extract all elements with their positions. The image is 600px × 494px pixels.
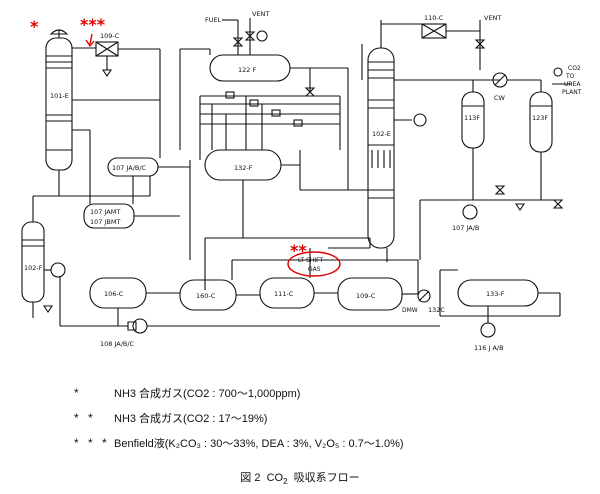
label-lt-shift-1: LT SHIFT [298,257,324,264]
label-107jamt: 107 JAMT [90,208,120,216]
label-133f: 133-F [486,290,505,298]
label-fuel: FUEL [205,16,222,24]
caption-co: CO [266,472,284,484]
legend-row-3: * * * Benfield液(K₂CO₃ : 30〜33%, DEA : 3%… [74,430,594,455]
legend-text-2: NH3 合成ガス(CO2 : 17〜19%) [114,412,268,425]
drum-102f-left [21,221,45,303]
label-co2-line4: PLANT [562,89,582,96]
label-107jabc: 107 JA/B/C [112,164,147,172]
label-cw: CW [494,94,506,102]
legend-text-3: Benfield液(K₂CO₃ : 30〜33%, DEA : 3%, V₂O₅… [114,437,404,450]
label-vent-right: VENT [484,14,501,22]
stripper-102e [361,20,395,249]
marker-two: ** [290,241,307,260]
label-116ja: 116 J A/B [474,344,504,352]
label-dmw: DMW [402,307,418,314]
label-123f: 123F [532,114,548,122]
caption-prefix: 図 2 [240,472,261,484]
marker-one: * [30,17,39,36]
process-flow-diagram: FUEL VENT VENT 101-E 102-F 109-C 110-C 1… [21,10,582,352]
marker-three-arrow [85,33,95,48]
legend-mark-3: * * * [74,435,110,450]
label-113f: 113F [464,114,480,122]
absorber-101e [45,29,73,171]
label-107jab: 107 JA/B [452,224,479,232]
label-160c: 160-C [196,292,216,300]
label-107jbmt: 107 JBMT [90,218,120,226]
label-102f-left: 102-F [24,264,43,272]
label-109c-top: 109-C [100,32,120,40]
pump-102f [50,262,66,278]
pump-108ja [132,318,148,334]
label-122f: 122 F [238,66,256,74]
label-lt-shift-2: GAS [308,266,321,273]
legend-mark-1: * [74,385,82,400]
label-132f: 132-F [234,164,253,172]
label-102e: 102-E [372,130,391,138]
label-co2-line2: TO [565,73,575,80]
label-110c: 110-C [424,14,444,22]
label-132c: 132C [428,306,445,314]
pump-116ja [480,322,496,338]
caption-rest: 吸収系フロー [293,472,360,484]
legend-row-2: * * NH3 合成ガス(CO2 : 17〜19%) [74,405,594,430]
lt-shift-gas-highlight [287,251,341,277]
label-108ja: 108 JA/B/C [100,340,135,348]
tower-123f [529,91,553,153]
label-co2-line3: UREA [564,81,581,88]
legend: * NH3 合成ガス(CO2 : 700〜1,000ppm) * * NH3 合… [74,380,594,455]
label-101e: 101-E [50,92,69,100]
figure-caption: 図 2 CO2 吸収系フロー [0,469,600,486]
marker-three: *** [80,15,106,34]
label-vent-top: VENT [252,10,269,18]
pump-107jab [462,204,478,220]
legend-text-1: NH3 合成ガス(CO2 : 700〜1,000ppm) [114,387,301,400]
legend-row-1: * NH3 合成ガス(CO2 : 700〜1,000ppm) [74,380,594,405]
legend-mark-2: * * [74,410,96,425]
label-109c: 109-C [356,292,376,300]
caption-sub: 2 [283,477,288,487]
label-co2-line1: CO2 [568,65,581,72]
label-111c: 111-C [274,290,294,298]
label-106c: 106-C [104,290,124,298]
